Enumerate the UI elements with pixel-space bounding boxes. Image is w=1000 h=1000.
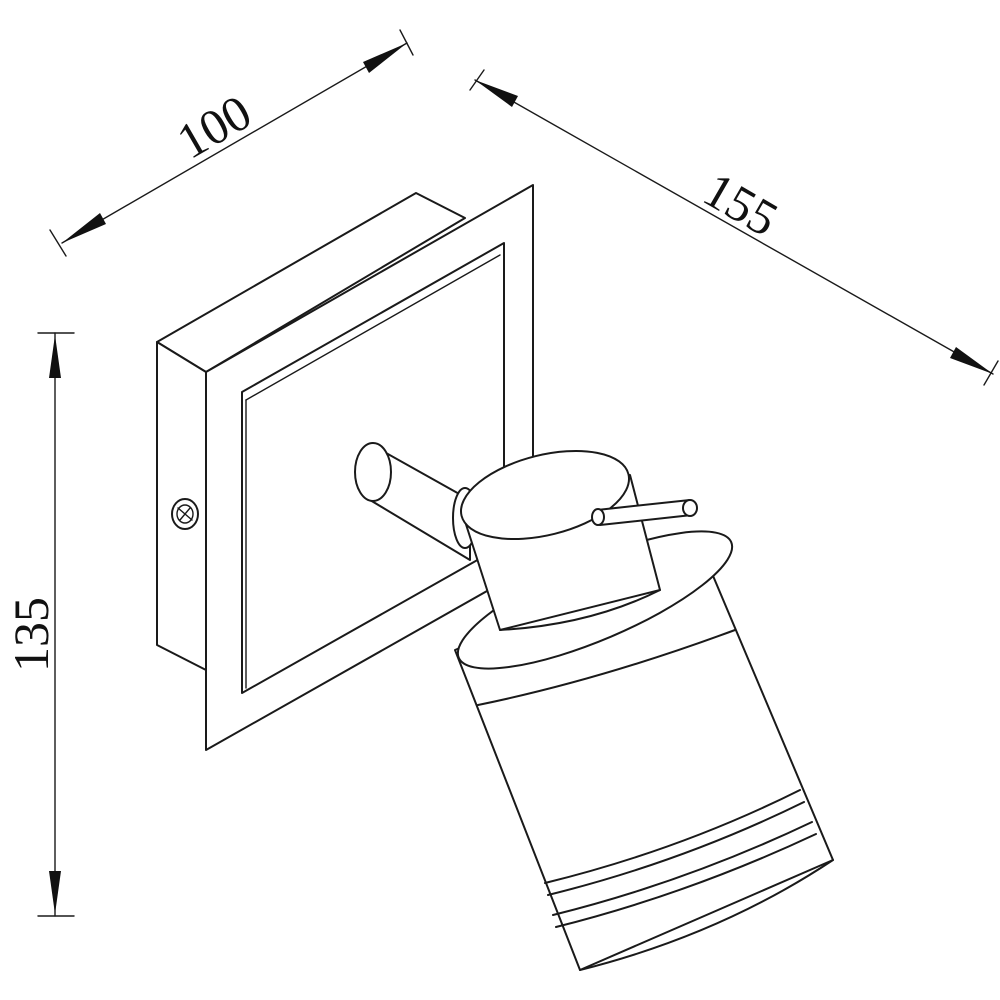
depth-dimension: 155 [469, 69, 999, 386]
height-label: 135 [3, 597, 59, 672]
spotlight-head [454, 449, 834, 971]
width-dimension-line [61, 42, 408, 244]
lamp-band-upper [477, 629, 736, 706]
mounting-arm [354, 442, 481, 561]
width-label: 100 [168, 84, 261, 170]
depth-arrow-right [950, 347, 993, 374]
height-dimension: 135 [3, 332, 75, 917]
depth-dimension-line [474, 79, 994, 375]
width-extension-line-left [49, 229, 67, 257]
width-arrow-left [62, 213, 106, 243]
swivel-joint-bottom [499, 589, 661, 631]
width-arrow-right [363, 43, 407, 73]
depth-label: 155 [695, 161, 788, 247]
arm-rod-cap [354, 442, 392, 502]
depth-arrow-left [475, 80, 518, 107]
adjustment-pin-base [591, 508, 605, 526]
width-dimension: 100 [49, 29, 414, 257]
lamp-groove-3 [552, 821, 813, 916]
swivel-joint-top [459, 449, 631, 541]
lamp-groove-4 [555, 833, 817, 928]
height-arrow-top [49, 335, 61, 378]
front-plate-inner-edge [245, 254, 501, 401]
lamp-groove-2 [547, 801, 805, 896]
depth-extension-line-left [469, 69, 485, 91]
height-arrow-bottom [49, 871, 61, 914]
lamp-cylinder-bottom-rim [579, 859, 834, 971]
screw-icon [171, 498, 199, 530]
adjustment-pin-cap [682, 499, 698, 517]
lamp-groove-1 [544, 789, 801, 884]
